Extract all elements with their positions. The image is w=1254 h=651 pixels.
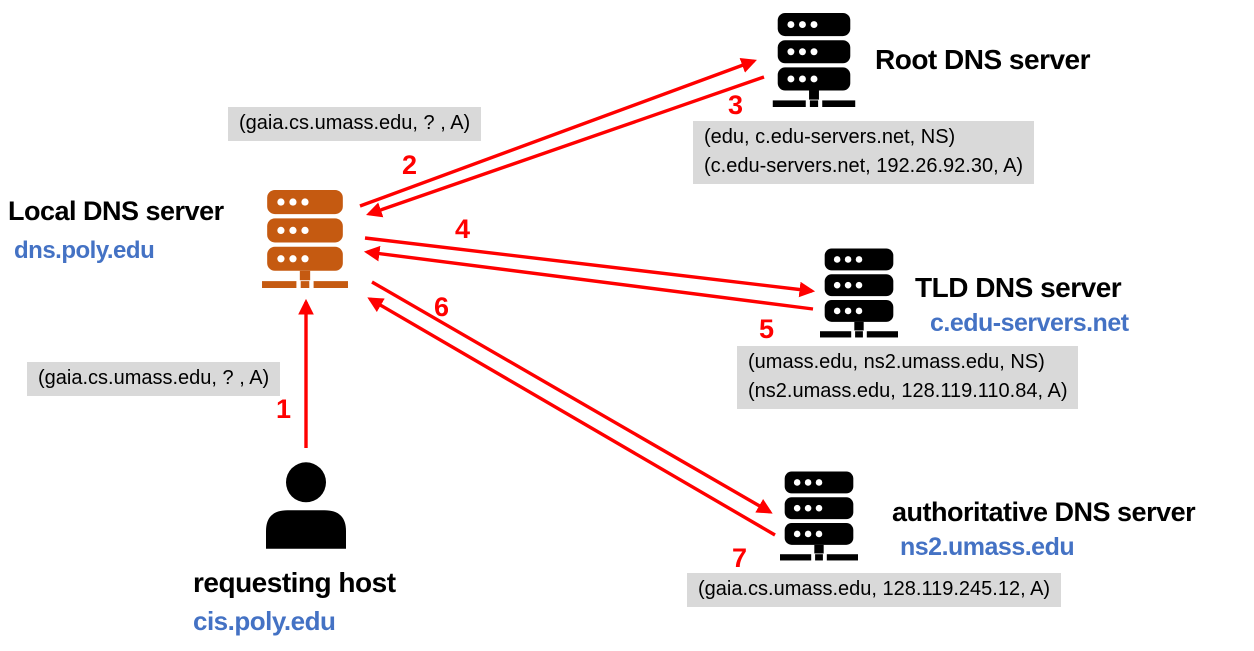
root-response-box: (edu, c.edu-servers.net, NS) (c.edu-serv… [693,121,1035,184]
dns-record-line: (ns2.umass.edu, 128.119.110.84, A) [748,380,1068,402]
step-number-1: 1 [276,394,292,424]
step-number-5: 5 [759,314,775,344]
dns-record-line: (umass.edu, ns2.umass.edu, NS) [748,351,1045,373]
arrow-step-4-local-to-tld [364,236,816,298]
local-dns-server-label: Local DNS server [8,196,224,226]
authoritative-response-box: (gaia.cs.umass.edu, 128.119.245.12, A) [687,573,1062,607]
authoritative-dns-server-icon [780,471,858,561]
authoritative-dns-hostname: ns2.umass.edu [900,533,1075,561]
tld-dns-server-label: TLD DNS server [915,272,1122,303]
dns-record-line: (c.edu-servers.net, 192.26.92.30, A) [704,155,1024,177]
requesting-host-person-icon [266,462,346,549]
step-number-3: 3 [728,90,744,120]
dns-record-line: (edu, c.edu-servers.net, NS) [704,126,956,148]
local-query-box: (gaia.cs.umass.edu, ? , A) [228,107,482,141]
arrow-step-7-authoritative-to-local [367,297,776,537]
step-number-7: 7 [732,543,748,573]
step-number-2: 2 [402,150,418,180]
arrow-step-6-local-to-authoritative [371,280,773,514]
host-query-box: (gaia.cs.umass.edu, ? , A) [27,362,281,396]
step-number-6: 6 [434,292,450,322]
tld-response-box: (umass.edu, ns2.umass.edu, NS) (ns2.umas… [737,346,1079,409]
requesting-host-label: requesting host [193,567,396,598]
requesting-host-hostname: cis.poly.edu [193,606,336,636]
root-dns-server-label: Root DNS server [875,44,1091,75]
authoritative-dns-server-label: authoritative DNS server [892,497,1196,527]
tld-dns-hostname: c.edu-servers.net [930,309,1129,337]
dns-record-line: (gaia.cs.umass.edu, 128.119.245.12, A) [698,578,1051,600]
tld-dns-server-icon [820,248,898,338]
root-dns-server-icon [772,13,856,107]
local-dns-server-icon [262,190,348,288]
step-number-4: 4 [455,214,471,244]
local-dns-hostname: dns.poly.edu [14,237,155,264]
